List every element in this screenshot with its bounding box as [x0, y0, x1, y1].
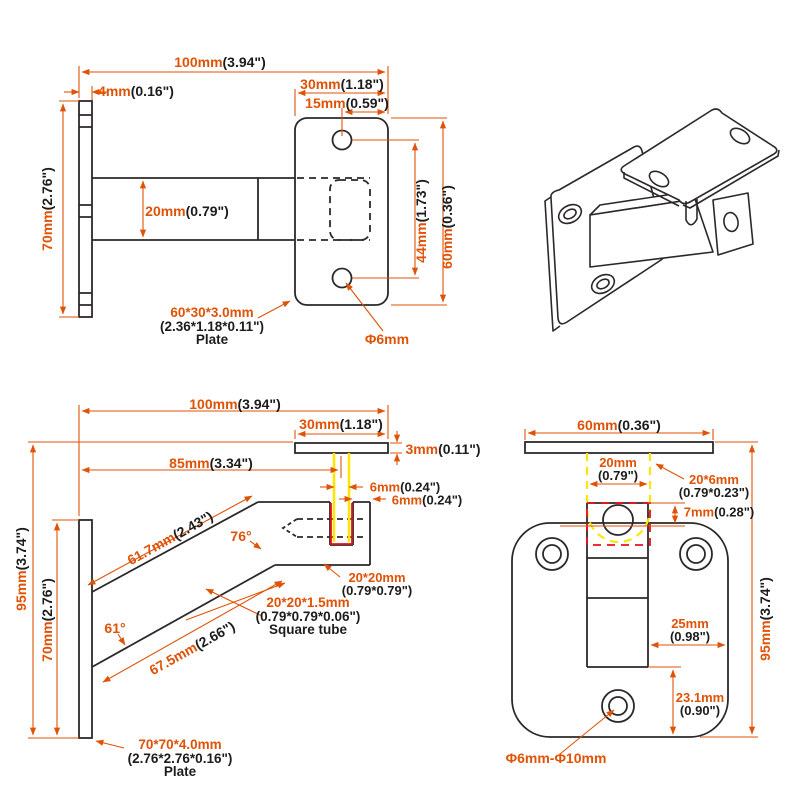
dim-70mm-bl: 70mm(2.76"): [39, 578, 55, 662]
wall-plate-edge: [78, 519, 93, 739]
dim-100mm: 100mm(3.94"): [174, 54, 266, 70]
tube-front: [586, 502, 649, 668]
tube-block-3d: [712, 192, 754, 256]
tube-20x20: 20*20mm (0.79*0.79"): [341, 570, 413, 598]
dim-44mm: 44mm(1.73"): [413, 179, 429, 263]
plate-spec-bl: 70*70*4.0mm (2.76*2.76*0.16") Plate: [127, 736, 233, 779]
rail-highlight-yellow: [585, 453, 652, 544]
view-side-top: [59, 66, 447, 332]
dim-4mm: 4mm(0.16"): [98, 83, 174, 99]
dim-23-1mm: 23.1mm (0.90"): [675, 690, 725, 718]
arm-side-face-3d: [589, 198, 714, 268]
wall-plate-edge: [78, 100, 93, 318]
angle-61: 61°: [104, 620, 126, 636]
hidden-arrow: [281, 518, 298, 538]
dim-6mm-a: 6mm(0.24"): [369, 479, 441, 495]
slot-highlight-red: [586, 502, 651, 546]
square-tube: [258, 501, 371, 566]
dim-60mm: 60mm(0.36"): [439, 185, 455, 269]
slot-20x6: 20*6mm (0.79*0.23"): [678, 472, 750, 500]
top-plate-edge: [294, 442, 389, 454]
hole-diameter: Φ6mm: [364, 331, 410, 347]
dimension-lines: [28, 405, 402, 749]
dimension-lines: [59, 66, 447, 332]
dim-30mm-bl: 30mm(1.18"): [299, 416, 383, 432]
dim-15mm: 15mm(0.59"): [305, 95, 389, 111]
top-plate: [294, 117, 389, 306]
hole-range: Φ6mm-Φ10mm: [505, 750, 607, 766]
wall-plate-front: [511, 522, 729, 738]
view-side-bottom: [28, 405, 402, 749]
dim-95mm-bl: 95mm(3.74"): [13, 527, 29, 611]
hidden-arm-lines: [297, 177, 370, 241]
top-plate-edge: [524, 441, 714, 454]
slot-highlight-red: [330, 503, 353, 545]
dim-60mm-br: 60mm(0.36"): [577, 417, 661, 433]
top-plate-3d: [620, 108, 778, 205]
hidden-tube-outline: [329, 179, 371, 241]
dim-7mm: 7mm(0.28"): [683, 504, 755, 520]
angle-76: 76°: [230, 528, 252, 544]
dim-85mm: 85mm(3.34"): [169, 455, 253, 471]
wall-plate-thickness: [544, 196, 561, 332]
dim-6mm-b: 6mm(0.24"): [391, 492, 463, 508]
dim-95mm-br: 95mm(3.74"): [757, 577, 773, 661]
dim-25mm: 25mm (0.98"): [669, 616, 711, 644]
plate-spec: 60*30*3.0mm (2.36*1.18*0.11") Plate: [160, 304, 264, 347]
dim-20mm: 20mm(0.79"): [145, 203, 229, 219]
tab-slot-3d: [685, 199, 698, 226]
view-front: [511, 429, 758, 755]
tube-hole-3d: [723, 211, 739, 233]
plate-hole-ticks: [79, 114, 92, 306]
dim-70mm: 70mm(2.76"): [39, 167, 55, 251]
view-isometric-3d: [544, 108, 780, 332]
bracket-arm: [92, 177, 295, 241]
dim-100mm-bl: 100mm(3.94"): [189, 396, 281, 412]
dimension-lines: [524, 429, 758, 755]
tube-spec: 20*20*1.5mm (0.79*0.79*0.06") Square tub…: [255, 594, 361, 637]
dim-30mm: 30mm(1.18"): [300, 76, 384, 92]
dim-3mm: 3mm(0.11"): [405, 441, 481, 457]
dim-20mm-br: 20mm (0.79"): [597, 455, 639, 483]
screw-hole-bottom: [331, 267, 353, 289]
pivot-hole: [602, 504, 634, 536]
